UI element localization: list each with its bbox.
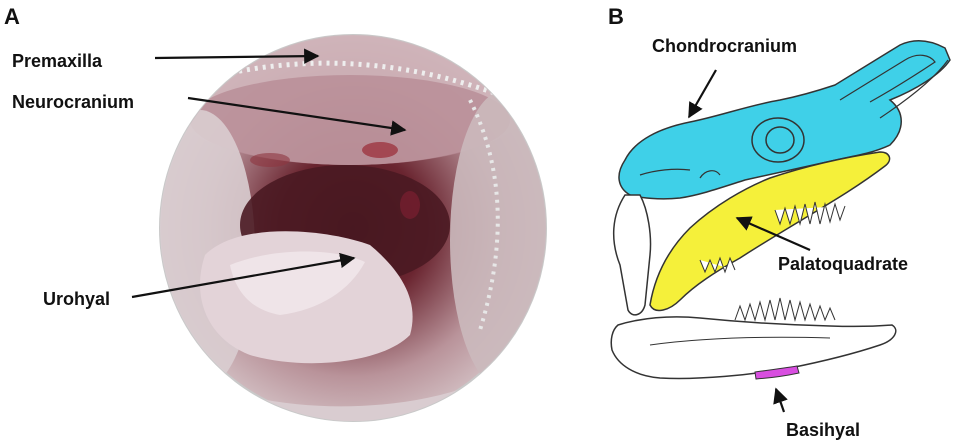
label-chondrocranium: Chondrocranium <box>652 36 797 56</box>
label-urohyal: Urohyal <box>43 289 110 309</box>
arrow-chondrocranium <box>689 70 716 117</box>
panel-b-letter: B <box>608 4 624 29</box>
label-premaxilla: Premaxilla <box>12 51 103 71</box>
label-palatoquadrate: Palatoquadrate <box>778 254 908 274</box>
panel-a-letter: A <box>4 4 20 29</box>
label-neurocranium: Neurocranium <box>12 92 134 112</box>
mouth-photo <box>145 25 560 445</box>
label-basihyal: Basihyal <box>786 420 860 440</box>
shark-skull-drawing <box>611 41 950 379</box>
arrow-basihyal <box>776 389 784 412</box>
